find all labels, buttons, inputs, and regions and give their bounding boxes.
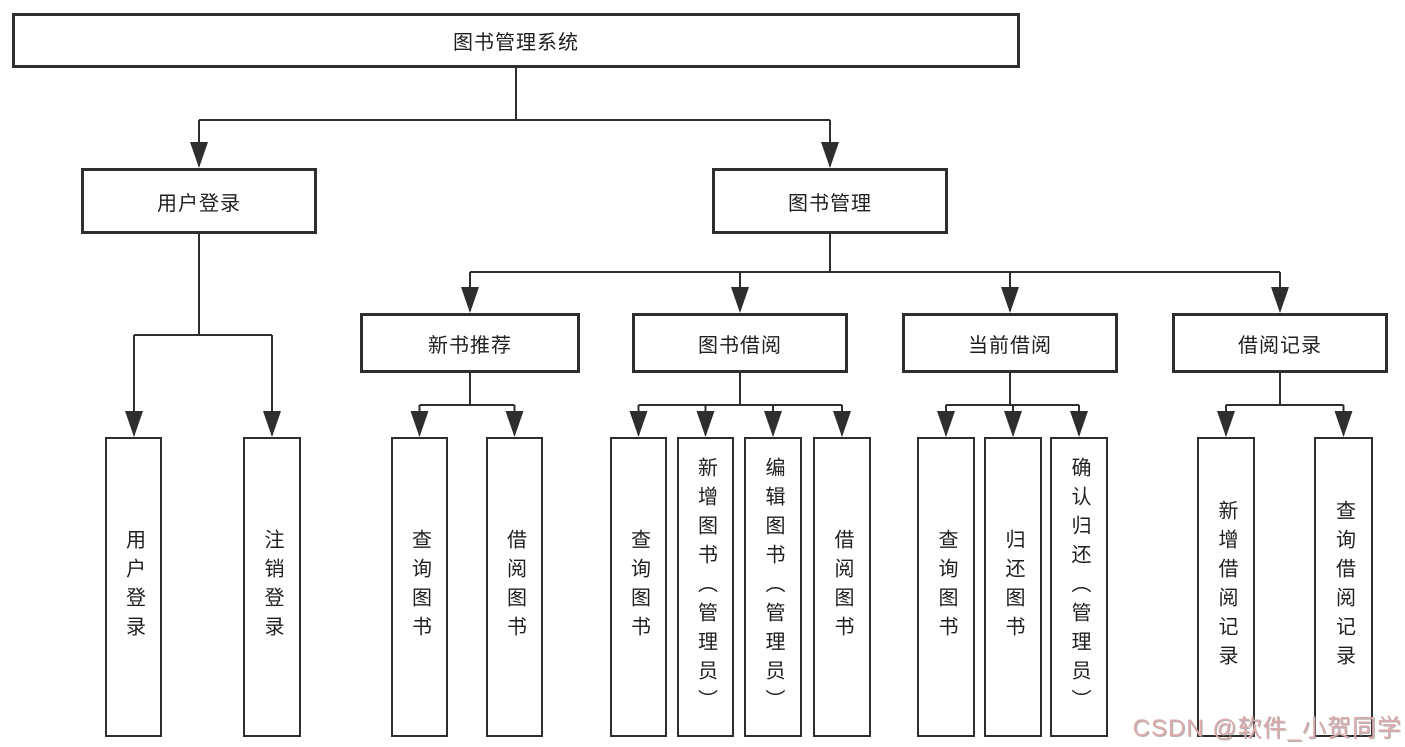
leaf-borrow-add-books-admin: 新增图书（管理员） <box>677 437 734 737</box>
leaf-user-login: 用户登录 <box>105 437 162 737</box>
node-new-book-recommend: 新书推荐 <box>360 313 580 373</box>
csdn-watermark: CSDN @软件_小贺同学 <box>1132 715 1402 742</box>
node-book-borrow: 图书借阅 <box>632 313 848 373</box>
leaf-borrow-borrow-books: 借阅图书 <box>813 437 871 737</box>
leaf-borrow-edit-books-admin: 编辑图书（管理员） <box>744 437 802 737</box>
leaf-current-return-books: 归还图书 <box>984 437 1042 737</box>
node-book-management: 图书管理 <box>712 168 948 234</box>
leaf-records-query-borrow-record: 查询借阅记录 <box>1314 437 1373 737</box>
leaf-newbook-borrow-books: 借阅图书 <box>486 437 543 737</box>
node-user-login: 用户登录 <box>81 168 317 234</box>
node-borrow-records: 借阅记录 <box>1172 313 1388 373</box>
leaf-borrow-query-books: 查询图书 <box>610 437 667 737</box>
leaf-current-query-books: 查询图书 <box>917 437 975 737</box>
leaf-records-add-borrow-record: 新增借阅记录 <box>1197 437 1255 737</box>
leaf-logout: 注销登录 <box>243 437 301 737</box>
node-current-borrow: 当前借阅 <box>902 313 1118 373</box>
node-library-management-system: 图书管理系统 <box>12 13 1020 68</box>
leaf-newbook-query-books: 查询图书 <box>391 437 448 737</box>
leaf-current-confirm-return-admin: 确认归还（管理员） <box>1050 437 1108 737</box>
